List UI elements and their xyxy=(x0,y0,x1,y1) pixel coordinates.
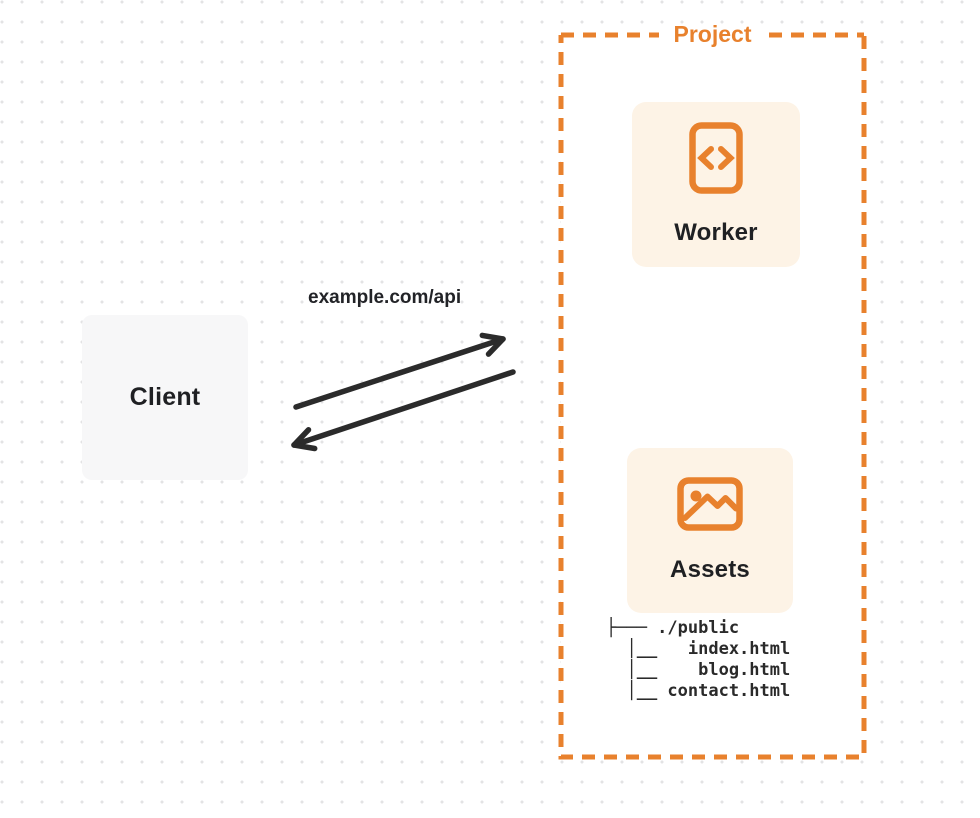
assets-box: Assets xyxy=(627,448,793,613)
project-label: Project xyxy=(673,21,752,47)
worker-label: Worker xyxy=(674,219,758,246)
client-label: Client xyxy=(129,383,201,411)
request-arrowhead xyxy=(479,332,506,357)
response-arrow xyxy=(291,369,516,452)
project-dashed-border xyxy=(558,32,867,760)
project-border-sides xyxy=(558,35,867,760)
request-url-label: example.com/api xyxy=(308,287,462,308)
image-icon xyxy=(677,477,743,531)
response-arrowhead xyxy=(291,427,318,452)
assets-label: Assets xyxy=(670,556,750,583)
code-icon xyxy=(689,122,743,194)
response-arrow-shaft xyxy=(291,369,516,448)
worker-box: Worker xyxy=(632,102,800,267)
request-arrow-shaft xyxy=(293,336,506,410)
assets-file-tree: ├─── ./public │__ index.html │__ blog.ht… xyxy=(606,618,791,701)
client-box: Client xyxy=(82,315,248,480)
request-arrow xyxy=(293,332,506,410)
